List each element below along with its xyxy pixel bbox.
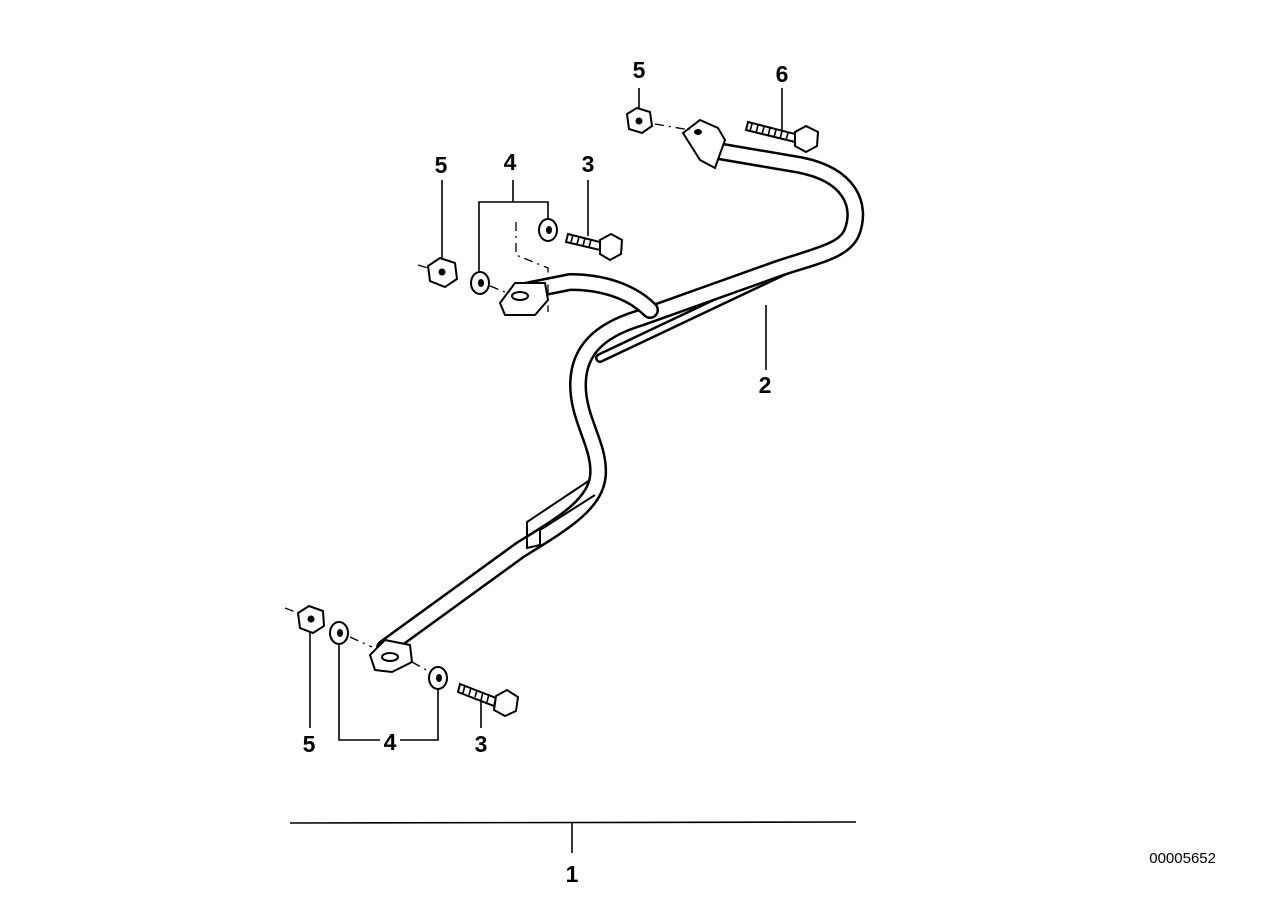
upper-left-mounting-tab bbox=[498, 282, 550, 316]
lower-nut bbox=[296, 604, 326, 635]
tube-bracket bbox=[376, 141, 865, 657]
upper-left-washer bbox=[470, 271, 490, 295]
top-nut bbox=[625, 106, 654, 135]
leader-lines bbox=[289, 88, 857, 853]
bracket-loop bbox=[526, 479, 596, 550]
lower-left-washer bbox=[329, 621, 349, 645]
callout-6: 6 bbox=[776, 61, 789, 87]
upper-right-mounting-tab bbox=[681, 118, 727, 170]
callout-5-lower: 5 bbox=[303, 731, 316, 757]
callout-5-top: 5 bbox=[633, 57, 646, 83]
callout-1: 1 bbox=[566, 861, 579, 887]
callout-5-upper-left: 5 bbox=[435, 152, 448, 178]
lower-right-washer bbox=[428, 666, 448, 690]
callout-3-upper: 3 bbox=[582, 151, 595, 177]
callout-4-lower: 4 bbox=[384, 729, 397, 755]
lower-bolt bbox=[456, 682, 520, 718]
lower-mounting-tab bbox=[368, 638, 414, 674]
top-bolt bbox=[744, 120, 820, 154]
upper-right-washer bbox=[538, 218, 558, 242]
upper-bolt bbox=[564, 232, 624, 262]
upper-left-nut bbox=[426, 256, 459, 289]
callout-2: 2 bbox=[759, 372, 772, 398]
callout-3-lower: 3 bbox=[475, 731, 488, 757]
callout-4-upper: 4 bbox=[504, 149, 517, 175]
bracket-main-tube bbox=[376, 141, 865, 657]
diagram-reference-number: 00005652 bbox=[1149, 850, 1216, 867]
